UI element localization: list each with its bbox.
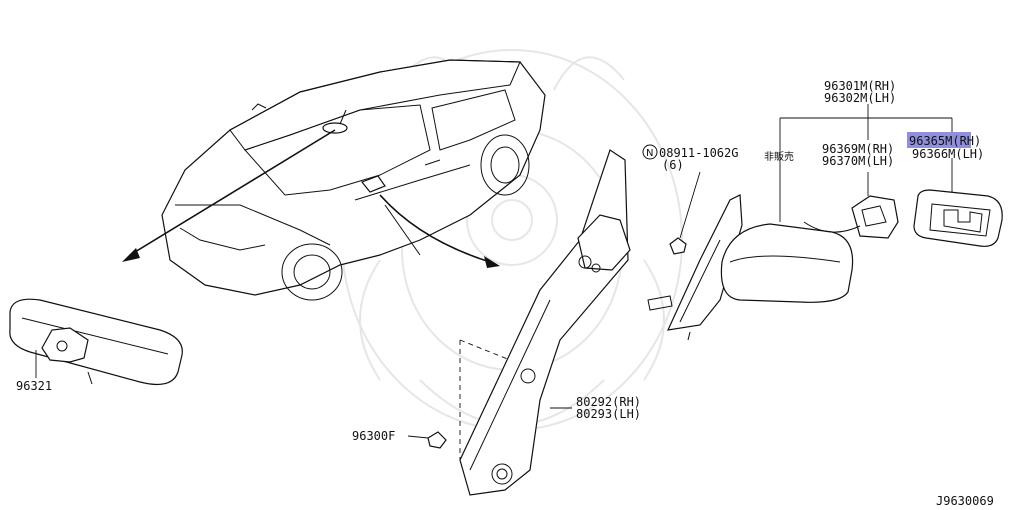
inner-rearview-mirror <box>9 298 183 385</box>
glass-label-highlight <box>907 132 971 148</box>
clip-part <box>407 431 447 449</box>
label-diagram-id: J9630069 <box>936 494 994 508</box>
assembly-bracket <box>780 104 953 140</box>
car-illustration <box>161 59 546 301</box>
door-finisher <box>459 149 631 496</box>
label-glass-lh: 96366M(LH) <box>912 147 984 161</box>
label-not-for-sale: 非販売 <box>764 150 794 163</box>
label-bolt-qty: (6) <box>662 158 684 172</box>
label-clip: 96300F <box>352 429 395 443</box>
label-mirror-assy-rh: 96301M(RH) <box>824 79 896 93</box>
label-mirror-assy-lh: 96302M(LH) <box>824 91 896 105</box>
label-glass-rh: 96365M(RH) <box>909 134 981 148</box>
label-actuator-lh: 96370M(LH) <box>822 154 894 168</box>
label-finisher-rh: 80292(RH) <box>576 395 641 409</box>
label-inner-mirror: 96321 <box>16 379 52 393</box>
arrow-head-right <box>484 256 500 268</box>
label-actuator-rh: 96369M(RH) <box>822 142 894 156</box>
arrows <box>122 129 500 268</box>
bolt-part <box>642 144 701 255</box>
bolt-prefix-circle <box>642 144 658 160</box>
label-bolt-code: 08911-1062G <box>659 146 738 160</box>
label-bolt-prefix: N <box>646 148 653 159</box>
actuator-part <box>803 172 899 239</box>
mirror-glass-part <box>913 158 1003 247</box>
label-finisher-lh: 80293(LH) <box>576 407 641 421</box>
door-mirror-assembly <box>647 118 854 341</box>
arrow-head-left <box>122 248 140 262</box>
